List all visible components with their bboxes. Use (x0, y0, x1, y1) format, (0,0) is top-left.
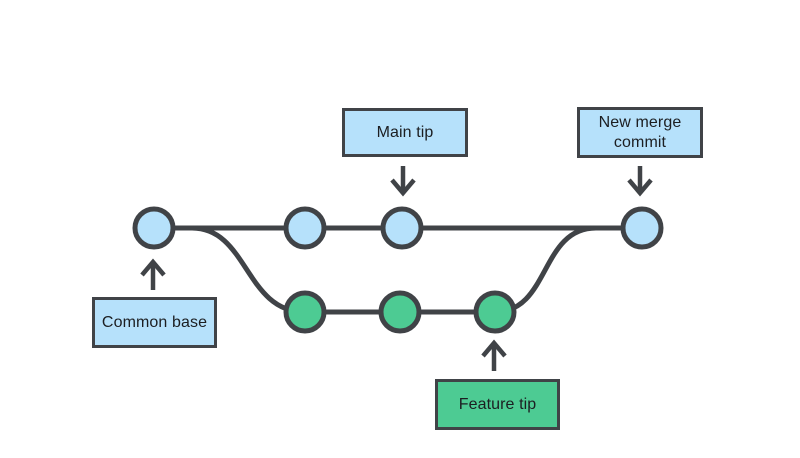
commit-node-feature-1 (283, 290, 327, 334)
label-common-base: Common base (101, 313, 208, 331)
commit-node-main-tip (380, 206, 424, 250)
label-box-common-base: Common base (92, 297, 217, 348)
label-main-tip: Main tip (376, 123, 434, 141)
arrow-up-head (481, 339, 507, 358)
label-new-merge-commit: New merge commit (598, 113, 682, 151)
annotation-arrows (140, 166, 653, 371)
commit-node-common-base (132, 206, 176, 250)
arrow-new-merge-commit (627, 166, 653, 197)
commit-node-merge-commit (620, 206, 664, 250)
arrow-common-base (140, 258, 166, 290)
arrow-down-head (627, 178, 653, 197)
commit-node-feature-tip (473, 290, 517, 334)
label-box-feature-tip: Feature tip (435, 379, 560, 430)
commit-node-main-2 (283, 206, 327, 250)
arrow-up-head (140, 258, 166, 277)
arrow-main-tip (390, 166, 416, 197)
label-box-main-tip: Main tip (342, 108, 468, 157)
arrow-down-head (390, 178, 416, 197)
commit-node-feature-2 (378, 290, 422, 334)
main-commit-nodes (132, 206, 664, 250)
label-feature-tip: Feature tip (458, 395, 537, 413)
label-box-new-merge-commit: New merge commit (577, 107, 703, 158)
feature-commit-nodes (283, 290, 517, 334)
arrow-feature-tip (481, 339, 507, 371)
